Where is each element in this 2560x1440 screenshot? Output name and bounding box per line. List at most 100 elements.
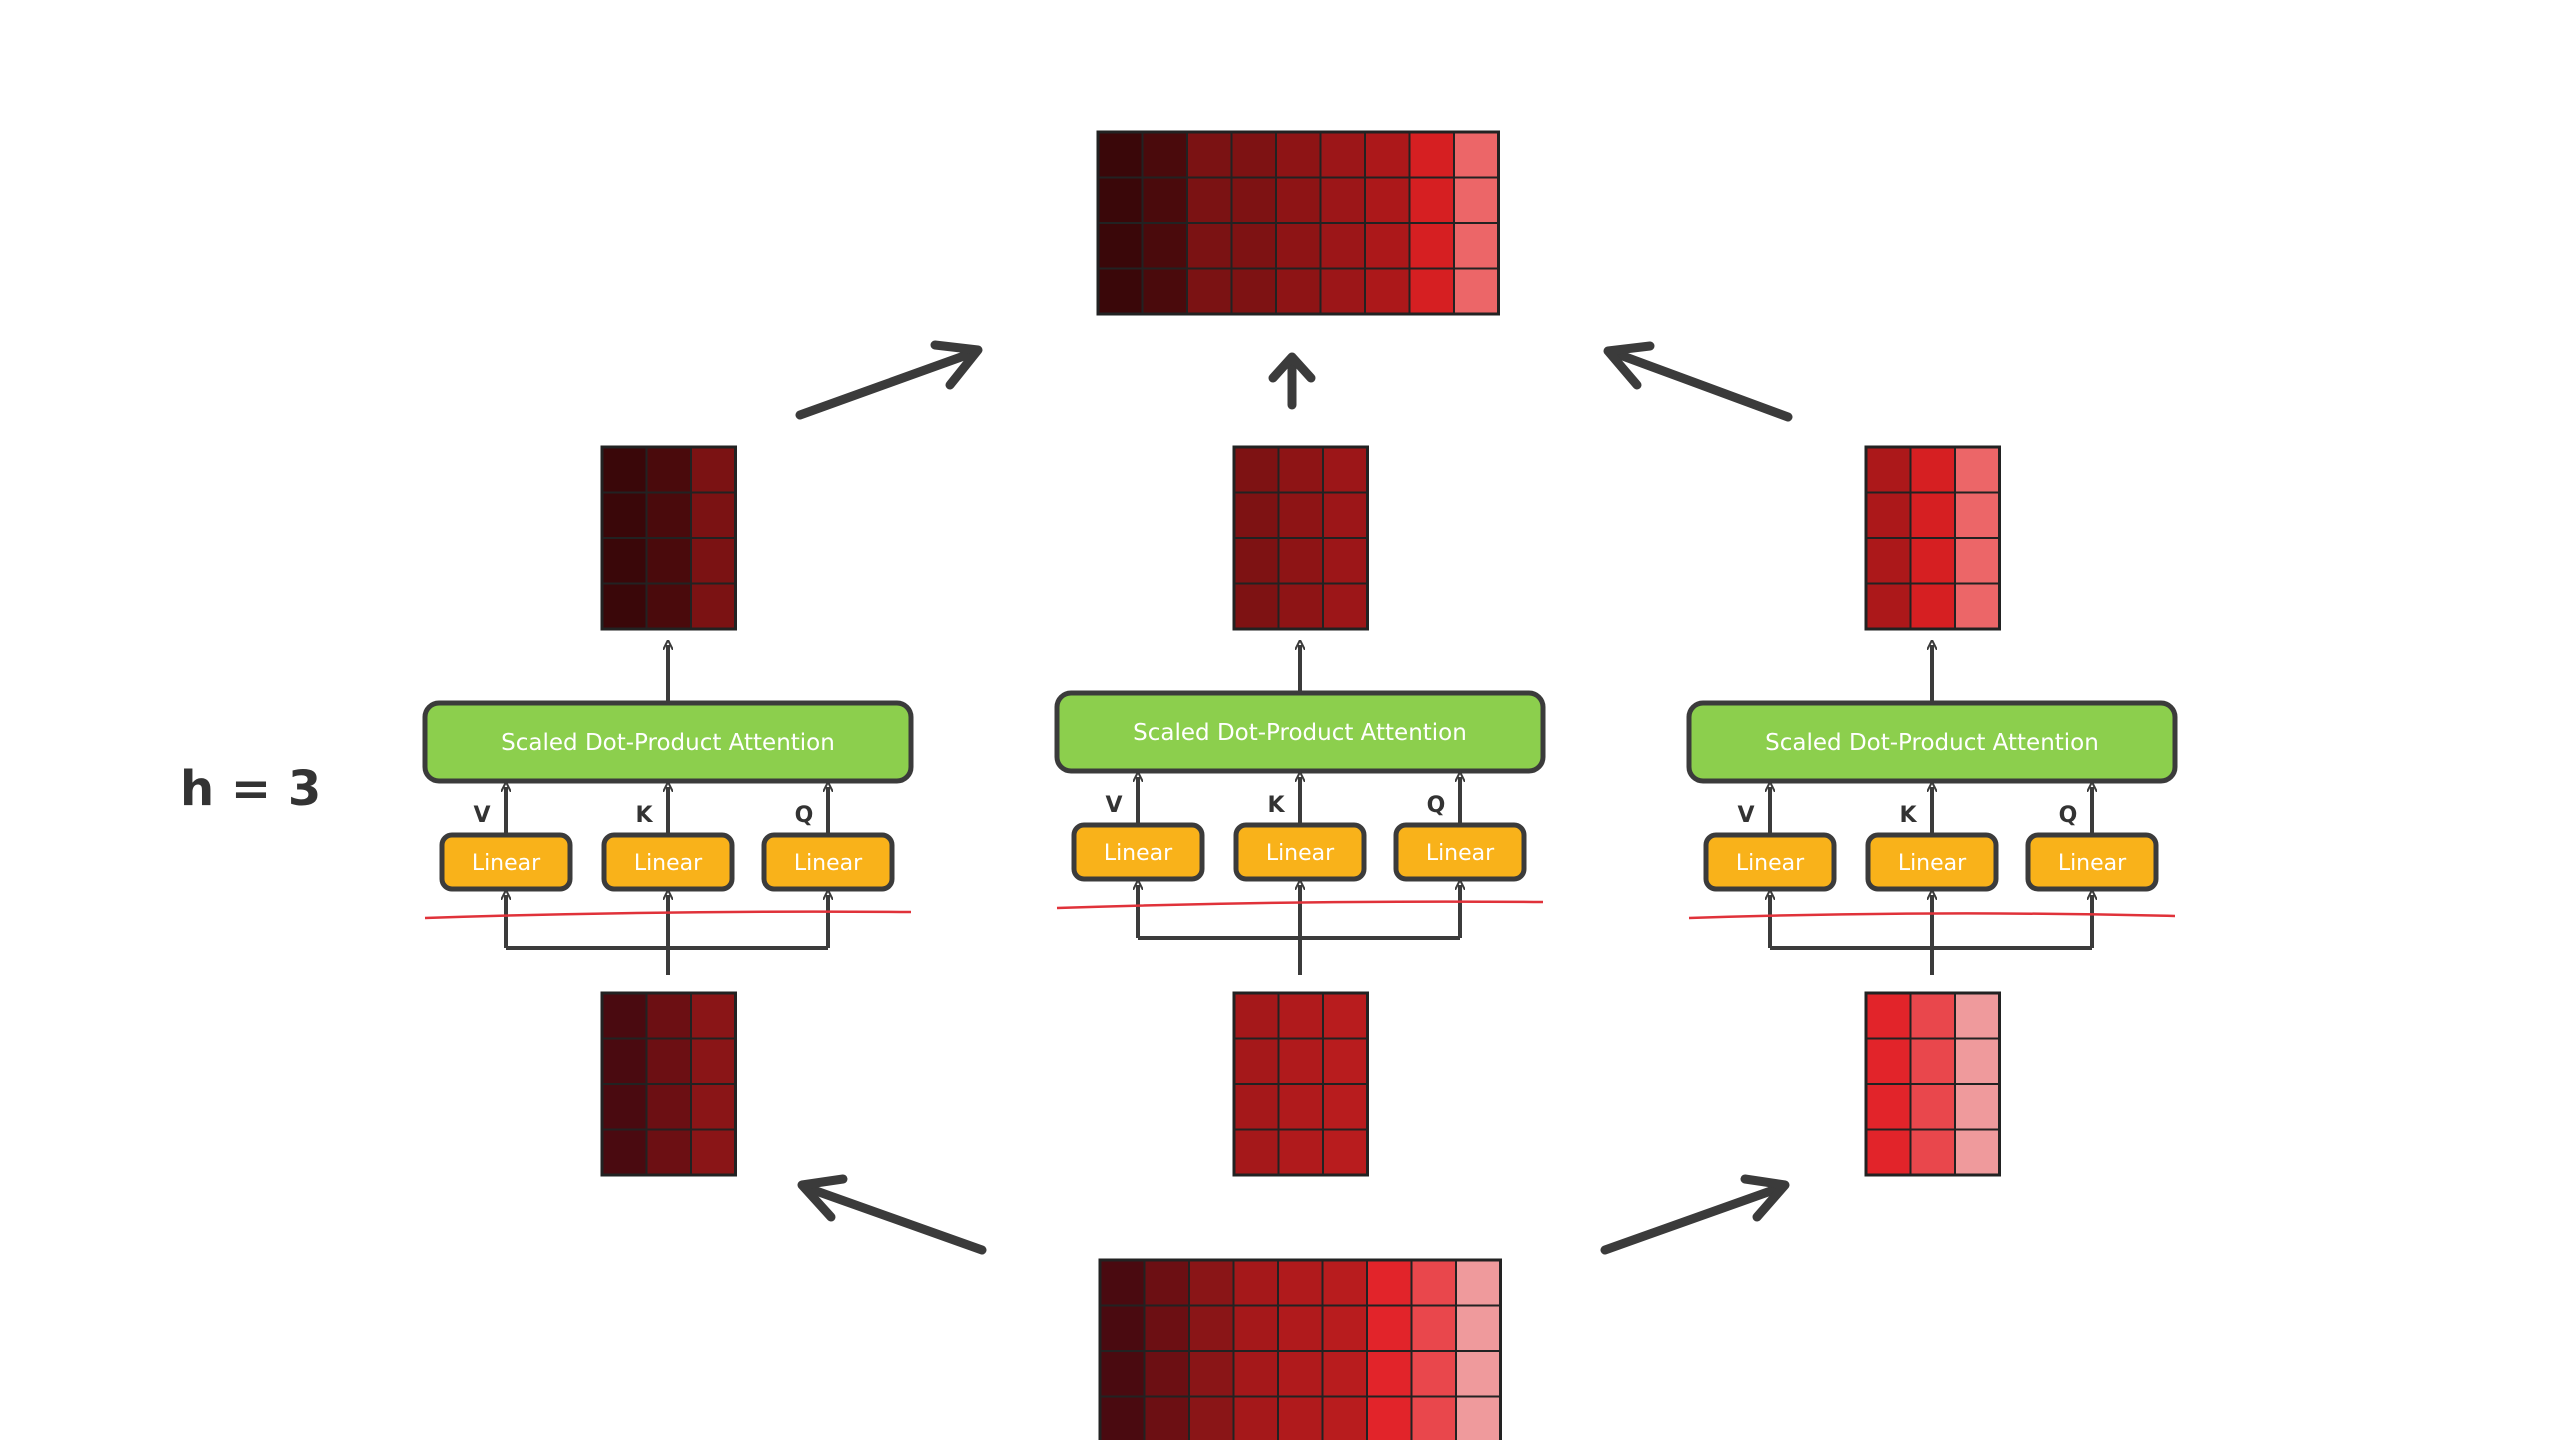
- matrix-cell: [1322, 1083, 1369, 1131]
- matrix-cell: [1141, 131, 1188, 179]
- matrix-cell: [1909, 446, 1956, 494]
- matrix-cell: [1188, 1395, 1235, 1440]
- matrix-cell: [1275, 176, 1322, 224]
- matrix-cell: [1322, 582, 1369, 630]
- matrix-cell: [1865, 992, 1912, 1040]
- input-label-v: V: [473, 803, 490, 828]
- head-output-matrix: [1232, 445, 1369, 631]
- output-matrix: [1096, 130, 1500, 316]
- matrix-cell: [1275, 222, 1322, 270]
- matrix-cell: [1408, 267, 1455, 315]
- input-label-v: V: [1737, 803, 1754, 828]
- matrix-cell: [1453, 267, 1500, 315]
- matrix-cell: [1188, 1350, 1235, 1398]
- matrix-cell: [601, 446, 648, 494]
- linear-box: [1233, 822, 1367, 882]
- matrix-cell: [1366, 1304, 1413, 1352]
- head-3: Scaled Dot-Product AttentionVLinearKLine…: [1686, 445, 2178, 1177]
- matrix-cell: [1321, 1259, 1368, 1307]
- matrix-cell: [1233, 1128, 1280, 1176]
- matrix-cell: [645, 992, 692, 1040]
- linear-box: [1703, 832, 1837, 892]
- big-arrows: [795, 340, 1793, 1255]
- matrix-cell: [1233, 582, 1280, 630]
- matrix-cell: [1230, 222, 1277, 270]
- matrix-cell: [1141, 176, 1188, 224]
- input-label-v: V: [1105, 793, 1122, 818]
- matrix-cell: [690, 491, 737, 539]
- matrix-border: [1864, 445, 2001, 631]
- matrix-cell: [1322, 1128, 1369, 1176]
- matrix-cell: [1364, 222, 1411, 270]
- matrix-cell: [1319, 267, 1366, 315]
- matrix-cell: [1909, 1083, 1956, 1131]
- head-input-matrix: [1864, 991, 2001, 1177]
- matrix-cell: [601, 537, 648, 585]
- linear-box: [1071, 822, 1205, 882]
- input-label-q: Q: [1427, 793, 1446, 818]
- matrix-cell: [1277, 1304, 1324, 1352]
- head-1: Scaled Dot-Product AttentionVLinearKLine…: [422, 445, 914, 1177]
- matrix-cell: [1277, 1395, 1324, 1440]
- matrix-cell: [1453, 176, 1500, 224]
- matrix-cell: [1188, 1304, 1235, 1352]
- split-line: [1056, 900, 1544, 910]
- matrix-cell: [1099, 1304, 1146, 1352]
- matrix-cell: [1455, 1304, 1502, 1352]
- head-output-matrix: [1864, 445, 2001, 631]
- matrix-cell: [1097, 267, 1144, 315]
- matrix-cell: [1233, 446, 1280, 494]
- linear-box: [761, 832, 895, 892]
- matrix-cell: [1410, 1395, 1457, 1440]
- matrix-cell: [1366, 1259, 1413, 1307]
- matrix-cell: [645, 491, 692, 539]
- linear-box: [2025, 832, 2159, 892]
- attention-box: [422, 700, 914, 784]
- arrow-head3-to-output: [1603, 341, 1793, 422]
- matrix-cell: [1277, 1083, 1324, 1131]
- matrix-cell: [1233, 1083, 1280, 1131]
- matrix-cell: [1143, 1350, 1190, 1398]
- matrix-border: [600, 991, 737, 1177]
- linear-box: [601, 832, 735, 892]
- matrix-cell: [1277, 992, 1324, 1040]
- matrix-cell: [690, 1128, 737, 1176]
- matrix-cell: [601, 1037, 648, 1085]
- matrix-cell: [601, 1128, 648, 1176]
- matrix-cell: [1230, 176, 1277, 224]
- linear-label: Linear: [794, 851, 863, 876]
- matrix-cell: [1865, 1128, 1912, 1176]
- matrix-cell: [1322, 1037, 1369, 1085]
- matrix-cell: [1366, 1395, 1413, 1440]
- attention-heads: Scaled Dot-Product AttentionVLinearKLine…: [422, 445, 2178, 1177]
- matrix-cell: [1408, 176, 1455, 224]
- matrix-cell: [1364, 131, 1411, 179]
- matrix-cell: [1453, 222, 1500, 270]
- matrix-cell: [1277, 446, 1324, 494]
- matrix-cell: [1322, 446, 1369, 494]
- matrix-cell: [1321, 1350, 1368, 1398]
- matrix-cell: [1232, 1304, 1279, 1352]
- linear-label: Linear: [1426, 841, 1495, 866]
- matrix-cell: [1954, 491, 2001, 539]
- matrix-cell: [690, 537, 737, 585]
- matrix-cell: [1322, 992, 1369, 1040]
- matrix-cell: [1277, 537, 1324, 585]
- matrix-cell: [1188, 1259, 1235, 1307]
- arrow-head1-to-output: [795, 340, 983, 420]
- input-label-k: K: [635, 803, 653, 828]
- head-input-matrix: [600, 991, 737, 1177]
- head-input-matrix: [1232, 991, 1369, 1177]
- matrix-cell: [1319, 222, 1366, 270]
- input-label-k: K: [1267, 793, 1285, 818]
- linear-label: Linear: [1898, 851, 1967, 876]
- attention-box: [1054, 690, 1546, 774]
- linear-label: Linear: [1736, 851, 1805, 876]
- matrix-cell: [1865, 537, 1912, 585]
- input-matrix: [1098, 1258, 1502, 1440]
- matrix-border: [1096, 130, 1500, 316]
- head-output-matrix: [600, 445, 737, 631]
- matrix-cell: [1143, 1304, 1190, 1352]
- arrow-input-to-head3: [1600, 1174, 1790, 1255]
- matrix-cell: [1097, 222, 1144, 270]
